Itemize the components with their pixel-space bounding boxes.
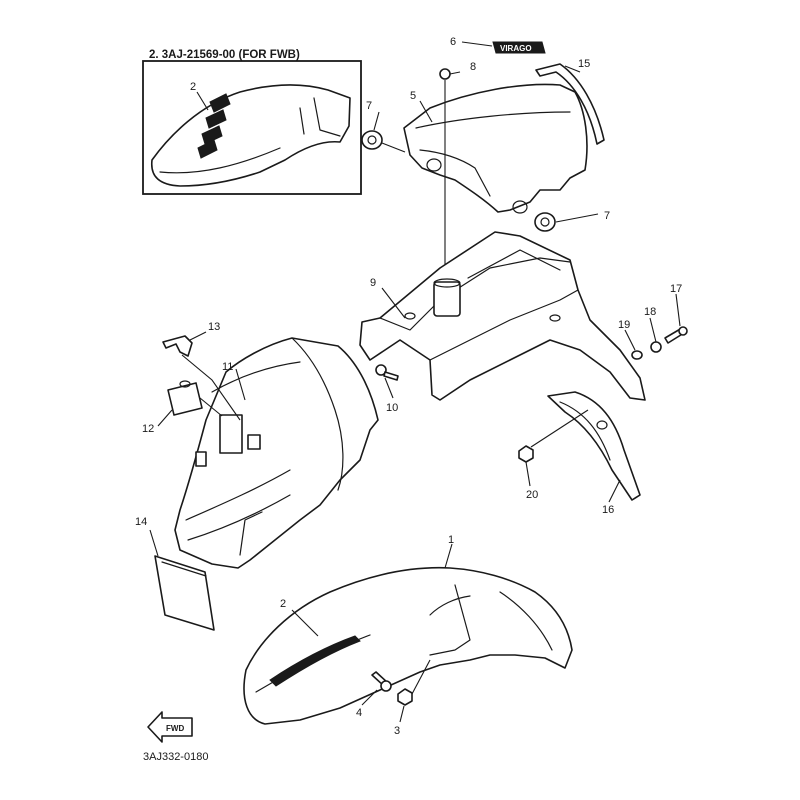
callout-10: 10 xyxy=(386,402,398,414)
bolt-4 xyxy=(371,671,392,692)
inset-fender-illustration xyxy=(151,84,351,187)
inset-panel: 2. 3AJ-21569-00 (FOR FWB) 2 xyxy=(142,49,362,195)
callout-18: 18 xyxy=(644,306,656,318)
inset-frame xyxy=(142,60,362,195)
callout-14: 14 xyxy=(135,516,147,528)
callout-6: 6 xyxy=(450,36,456,48)
callout-11: 11 xyxy=(222,361,233,373)
callout-7a: 7 xyxy=(366,100,372,112)
nut-20 xyxy=(518,409,589,463)
leader-lines xyxy=(149,41,681,723)
callout-8: 8 xyxy=(470,61,476,73)
fwd-label: FWD xyxy=(166,724,184,733)
grommet-7b xyxy=(534,212,556,232)
callout-19: 19 xyxy=(618,319,630,331)
washer-19 xyxy=(631,350,643,360)
fwd-arrow: FWD xyxy=(147,711,193,743)
nut-3 xyxy=(397,659,431,706)
callout-9: 9 xyxy=(370,277,376,289)
emblem-text: VIRAGO xyxy=(500,44,532,53)
bolt-17 xyxy=(664,326,688,344)
callout-4: 4 xyxy=(356,707,362,719)
side-strip xyxy=(535,63,605,145)
callout-20: 20 xyxy=(526,489,538,501)
callout-12: 12 xyxy=(142,423,154,435)
emblem-decal: VIRAGO xyxy=(492,41,546,54)
fender-bracket xyxy=(359,231,646,401)
callout-7b: 7 xyxy=(604,210,610,222)
callout-numbers: 1 2 3 4 5 6 7 7 8 9 10 11 12 13 14 15 16… xyxy=(135,36,682,737)
callout-2: 2 xyxy=(280,598,286,610)
callout-13: 13 xyxy=(208,321,220,333)
collar-18 xyxy=(650,341,662,353)
callout-3: 3 xyxy=(394,725,400,737)
callout-16: 16 xyxy=(602,504,614,516)
reflector-plate-12 xyxy=(167,380,223,417)
front-fender xyxy=(243,566,573,725)
rear-fender-flap xyxy=(547,391,641,501)
callout-1: 1 xyxy=(448,534,454,546)
callout-5: 5 xyxy=(410,90,416,102)
rear-fender xyxy=(174,337,379,569)
mud-flap-14 xyxy=(154,555,215,631)
callout-15: 15 xyxy=(578,58,590,70)
inset-title: 2. 3AJ-21569-00 (FOR FWB) xyxy=(149,49,300,61)
bolt-10 xyxy=(375,364,399,381)
callout-17: 17 xyxy=(670,283,682,295)
inset-callout-2: 2 xyxy=(190,81,196,93)
tail-cover xyxy=(403,83,588,214)
grommet-7a xyxy=(361,130,406,153)
bracket-13 xyxy=(162,335,241,421)
drawing-number: 3AJ332-0180 xyxy=(143,751,208,763)
